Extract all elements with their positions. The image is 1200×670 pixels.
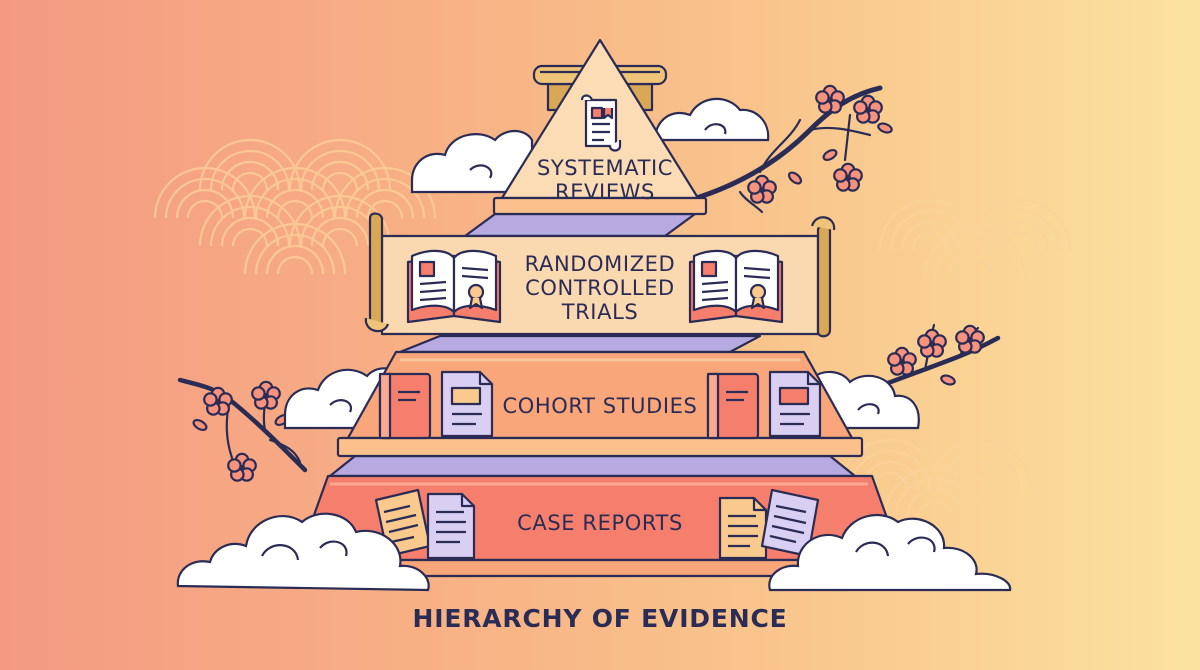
label-line: COHORT STUDIES bbox=[502, 394, 698, 418]
cherry-blossom-branch-icon bbox=[867, 323, 1001, 393]
book-and-document-icon bbox=[378, 370, 494, 440]
tier-connectors bbox=[328, 212, 857, 478]
cherry-blossom-branch-icon bbox=[177, 377, 308, 482]
scroll-document-icon bbox=[580, 94, 622, 152]
open-book-icon bbox=[406, 249, 502, 324]
cloud-icon bbox=[768, 513, 1012, 592]
cloud-icon bbox=[176, 512, 430, 592]
open-book-icon bbox=[688, 249, 784, 324]
label-line: SYSTEMATIC bbox=[536, 156, 674, 180]
label-line: CONTROLLED bbox=[525, 276, 675, 300]
systematic-reviews-label: SYSTEMATIC REVIEWS bbox=[520, 156, 690, 204]
cloud-icon bbox=[653, 97, 770, 142]
diagram-title: HIERARCHY OF EVIDENCE bbox=[412, 604, 788, 633]
label-line: RANDOMIZED bbox=[524, 252, 676, 276]
cloud-icon bbox=[410, 129, 534, 194]
book-and-document-icon bbox=[706, 370, 822, 440]
case-reports-label: CASE REPORTS bbox=[480, 511, 720, 535]
randomized-controlled-trials-label: RANDOMIZED CONTROLLED TRIALS bbox=[515, 252, 685, 324]
label-line: REVIEWS bbox=[555, 180, 655, 204]
label-line: CASE REPORTS bbox=[517, 511, 683, 535]
label-line: TRIALS bbox=[561, 300, 639, 324]
paper-sheets-icon bbox=[718, 488, 820, 560]
cohort-studies-label: COHORT STUDIES bbox=[480, 394, 720, 418]
cherry-blossom-branch-icon bbox=[687, 84, 893, 214]
